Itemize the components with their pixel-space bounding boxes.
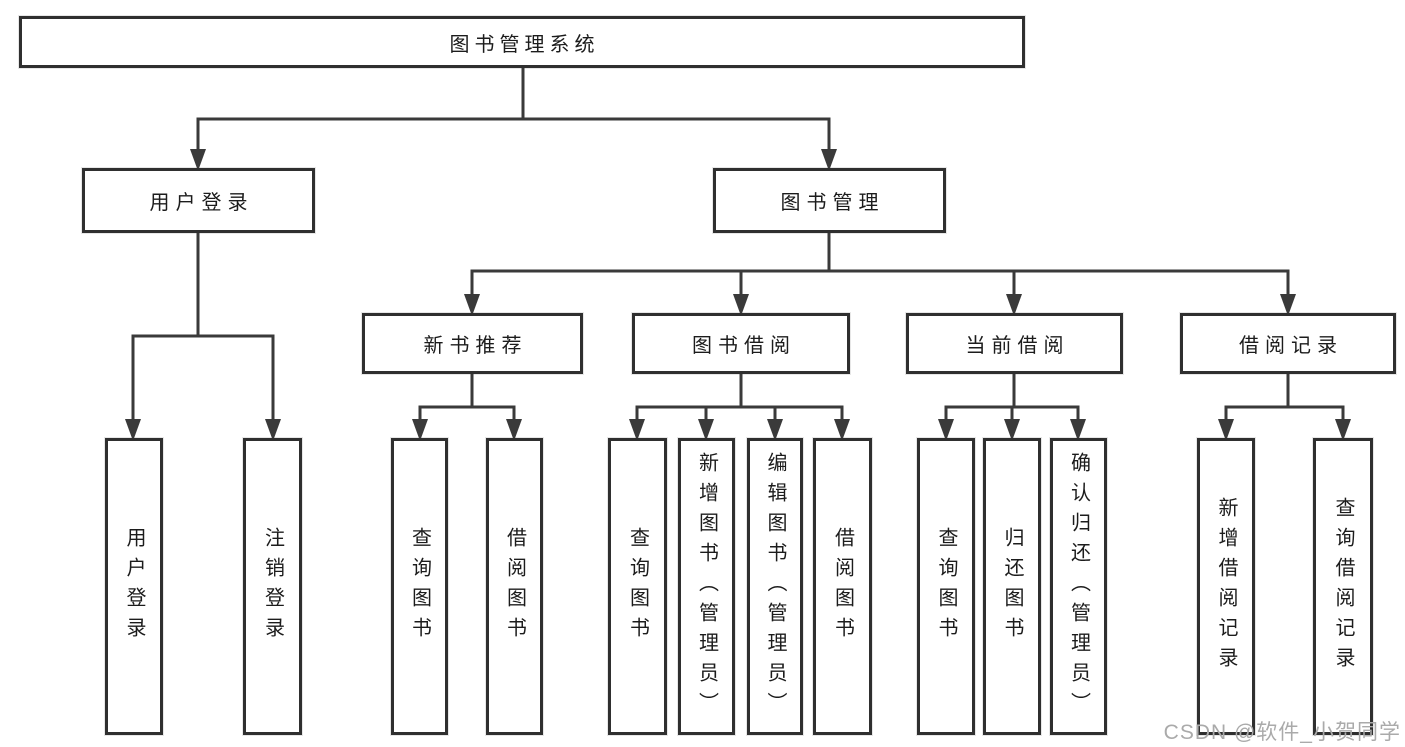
connector-borrowrecords-spine bbox=[1224, 372, 1345, 409]
node-leaf-records-query-record: 查询借阅记录 bbox=[1313, 438, 1373, 735]
connector-bookmgmt-arrows bbox=[470, 269, 1290, 299]
connector-newbooks-arrows bbox=[418, 405, 516, 424]
connector-bookborrow-arrows bbox=[635, 405, 844, 424]
node-borrowing-records: 借阅记录 bbox=[1180, 313, 1396, 374]
node-leaf-borrow-borrow-books: 借阅图书 bbox=[813, 438, 872, 735]
node-root-system: 图书管理系统 bbox=[19, 16, 1025, 68]
node-label: 借阅图书 bbox=[503, 526, 526, 647]
node-leaf-current-return-books: 归还图书 bbox=[983, 438, 1041, 735]
node-label: 新增图书（管理员） bbox=[695, 451, 718, 722]
node-label: 新增借阅记录 bbox=[1215, 496, 1237, 677]
connector-userlogin-arrows bbox=[131, 334, 275, 423]
node-leaf-borrow-edit-books-admin: 编辑图书（管理员） bbox=[747, 438, 803, 735]
connector-newbooks-spine bbox=[418, 372, 516, 409]
connector-borrowrecords-arrows bbox=[1224, 405, 1345, 424]
node-label: 编辑图书（管理员） bbox=[764, 451, 786, 722]
node-leaf-current-query-books: 查询图书 bbox=[917, 438, 975, 735]
node-label: 当前借阅 bbox=[965, 335, 1070, 357]
node-new-book-recommend: 新书推荐 bbox=[362, 313, 583, 374]
connector-bookmgmt-spine bbox=[470, 231, 1290, 273]
node-label: 新书推荐 bbox=[423, 335, 528, 357]
node-leaf-newbook-borrow-books: 借阅图书 bbox=[486, 438, 543, 735]
connector-currentborrow-arrows bbox=[944, 405, 1080, 424]
connector-userlogin-spine bbox=[131, 231, 275, 338]
node-label: 查询图书 bbox=[626, 526, 649, 647]
node-label: 图书借阅 bbox=[692, 335, 796, 357]
node-label: 查询图书 bbox=[408, 526, 431, 647]
node-label: 确认归还（管理员） bbox=[1067, 451, 1090, 722]
node-label: 查询图书 bbox=[935, 526, 957, 647]
node-leaf-borrow-add-books-admin: 新增图书（管理员） bbox=[678, 438, 735, 735]
csdn-watermark: CSDN @软件_小贺同学 bbox=[1163, 721, 1401, 744]
node-leaf-logout: 注销登录 bbox=[243, 438, 302, 735]
node-label: 注销登录 bbox=[261, 526, 284, 647]
node-leaf-borrow-query-books: 查询图书 bbox=[608, 438, 667, 735]
node-book-management-module: 图书管理 bbox=[713, 168, 946, 233]
node-user-login-module: 用户登录 bbox=[82, 168, 315, 233]
node-label: 归还图书 bbox=[1001, 526, 1023, 647]
node-leaf-newbook-query-books: 查询图书 bbox=[391, 438, 448, 735]
node-current-borrowing: 当前借阅 bbox=[906, 313, 1123, 374]
connector-root-arrows bbox=[196, 117, 831, 154]
node-label: 用户登录 bbox=[149, 192, 254, 214]
node-book-borrowing: 图书借阅 bbox=[632, 313, 850, 374]
node-root-label: 图书管理系统 bbox=[449, 33, 600, 56]
node-leaf-user-login: 用户登录 bbox=[105, 438, 163, 735]
node-label: 借阅图书 bbox=[831, 526, 854, 647]
connector-bookborrow-spine bbox=[635, 372, 844, 409]
node-label: 图书管理 bbox=[780, 192, 885, 214]
connector-currentborrow-spine bbox=[944, 372, 1080, 409]
node-label: 查询借阅记录 bbox=[1332, 496, 1354, 677]
connector-root-spine bbox=[196, 66, 831, 121]
node-leaf-current-confirm-return-admin: 确认归还（管理员） bbox=[1050, 438, 1107, 735]
node-label: 用户登录 bbox=[123, 526, 145, 647]
node-label: 借阅记录 bbox=[1239, 335, 1343, 357]
node-leaf-records-add-record: 新增借阅记录 bbox=[1197, 438, 1255, 735]
